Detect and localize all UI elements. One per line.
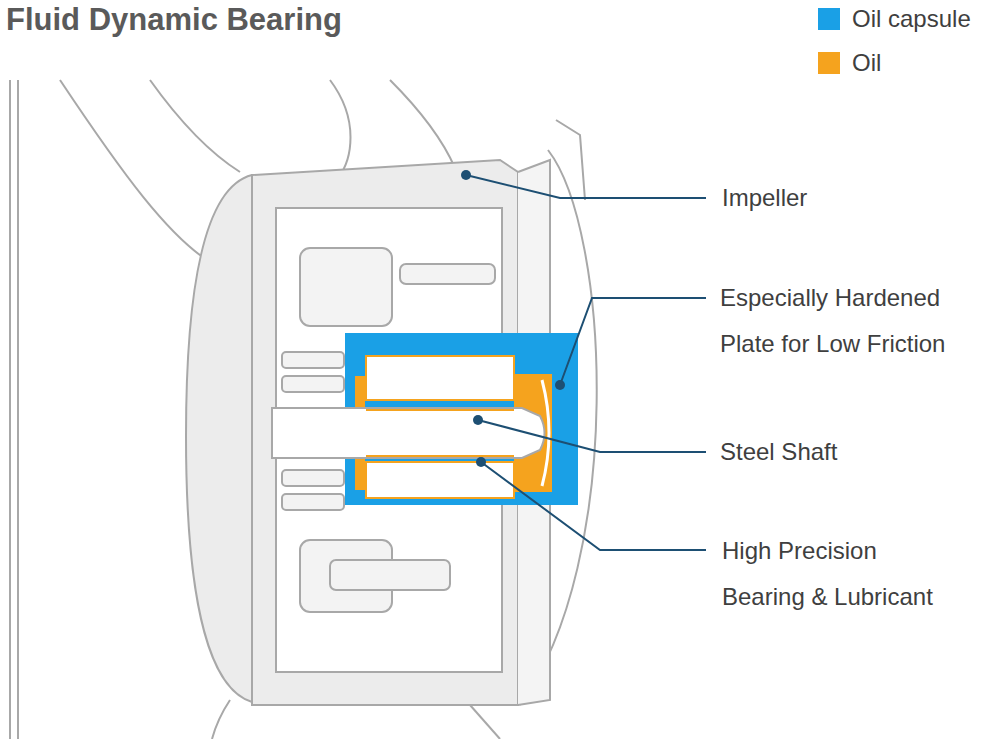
part-label: Impeller	[722, 175, 957, 221]
part-label: Especially Hardened Plate for Low Fricti…	[720, 275, 955, 367]
legend-text: Oil capsule	[852, 5, 971, 33]
fan-blades	[10, 80, 597, 739]
leader-dots	[461, 170, 565, 467]
leader-lines	[466, 175, 706, 550]
fan-frame	[186, 160, 550, 705]
diagram-title: Fluid Dynamic Bearing	[6, 2, 342, 38]
steel-shaft	[272, 408, 545, 458]
part-label: Steel Shaft	[720, 429, 955, 475]
part-label: High Precision Bearing & Lubricant	[722, 528, 957, 620]
legend-swatch	[818, 52, 840, 74]
legend-swatch	[818, 8, 840, 30]
legend-text: Oil	[852, 49, 881, 77]
